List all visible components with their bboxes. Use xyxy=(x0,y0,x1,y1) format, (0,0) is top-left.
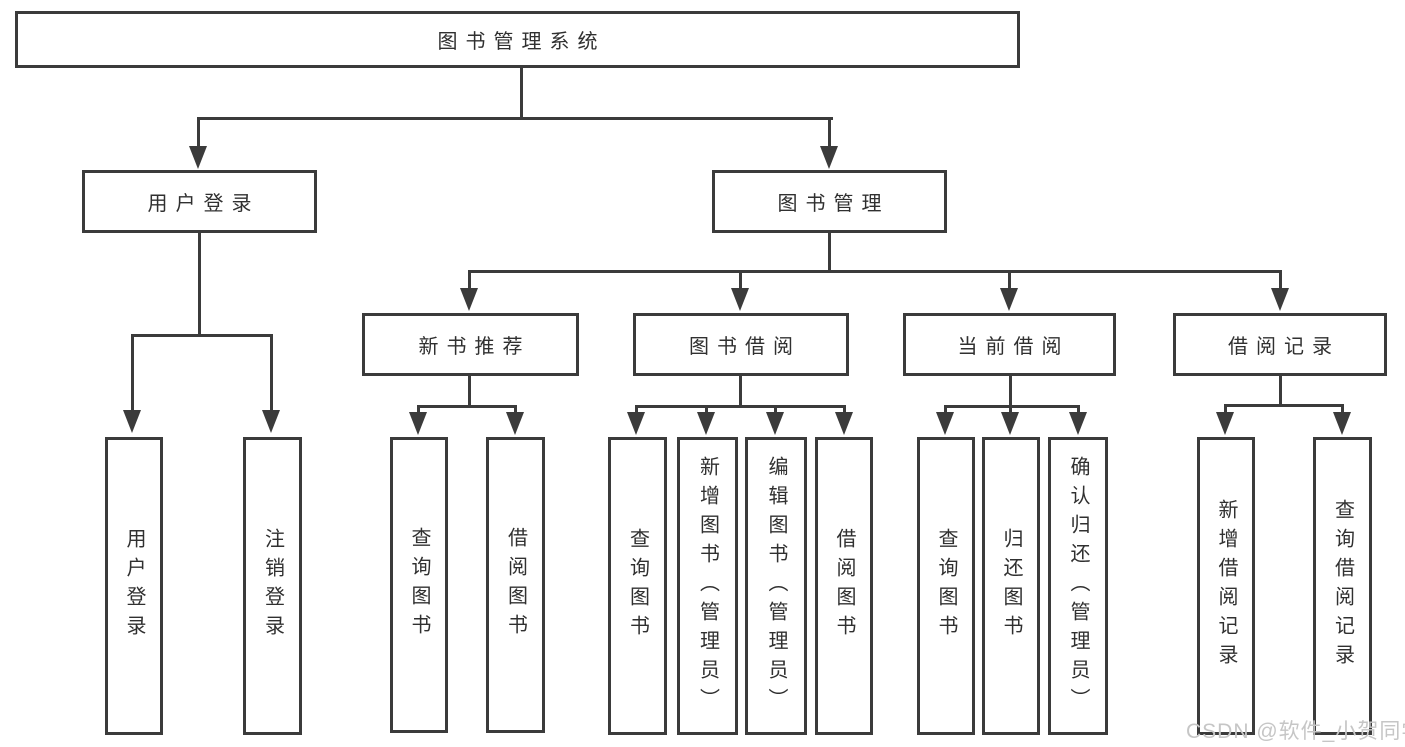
arrowhead-down-icon xyxy=(262,410,280,433)
node-label: 查询图书 xyxy=(935,528,957,644)
leaf-query-books-1: 查询图书 xyxy=(390,437,448,733)
connector-line xyxy=(828,233,831,272)
arrowhead-down-icon xyxy=(1216,412,1234,435)
connector-line xyxy=(131,334,134,412)
connector-line xyxy=(468,376,471,408)
node-label: 用户登录 xyxy=(123,528,145,644)
connector-line xyxy=(944,405,947,417)
connector-line xyxy=(828,117,831,149)
connector-line xyxy=(468,270,471,290)
connector-line xyxy=(198,233,201,336)
connector-line xyxy=(705,405,708,417)
node-label: 图书借阅 xyxy=(689,336,801,358)
leaf-add-borrow-record: 新增借阅记录 xyxy=(1197,437,1255,735)
leaf-return-books: 归还图书 xyxy=(982,437,1040,735)
arrowhead-down-icon xyxy=(1333,412,1351,435)
leaf-borrow-books-2: 借阅图书 xyxy=(815,437,873,735)
leaf-confirm-return-admin: 确认归还（管理员） xyxy=(1048,437,1108,735)
connector-line xyxy=(739,270,742,290)
connector-line xyxy=(197,117,833,120)
node-book-borrowing: 图书借阅 xyxy=(633,313,849,376)
connector-line xyxy=(417,405,517,408)
node-current-borrowing: 当前借阅 xyxy=(903,313,1116,376)
arrowhead-down-icon xyxy=(936,412,954,435)
arrowhead-down-icon xyxy=(460,288,478,311)
leaf-query-books-3: 查询图书 xyxy=(917,437,975,735)
connector-line xyxy=(1279,270,1282,290)
arrowhead-down-icon xyxy=(1069,412,1087,435)
node-book-management: 图书管理 xyxy=(712,170,947,233)
node-label: 用户登录 xyxy=(147,193,260,215)
connector-line xyxy=(944,405,1080,408)
arrowhead-down-icon xyxy=(506,412,524,435)
connector-line xyxy=(131,334,273,337)
connector-line xyxy=(468,270,1282,273)
connector-line xyxy=(1341,404,1344,416)
connector-line xyxy=(739,376,742,408)
node-label: 查询借阅记录 xyxy=(1331,499,1354,673)
arrowhead-down-icon xyxy=(731,288,749,311)
node-label: 编辑图书（管理员） xyxy=(765,455,787,717)
node-borrowing-records: 借阅记录 xyxy=(1173,313,1387,376)
connector-line xyxy=(635,405,638,417)
connector-line xyxy=(1224,404,1344,407)
connector-line xyxy=(197,117,200,149)
arrowhead-down-icon xyxy=(409,412,427,435)
connector-line xyxy=(843,405,846,417)
node-label: 确认归还（管理员） xyxy=(1067,455,1089,717)
leaf-user-login: 用户登录 xyxy=(105,437,163,735)
arrowhead-down-icon xyxy=(189,146,207,169)
node-label: 归还图书 xyxy=(1000,528,1022,644)
node-label: 当前借阅 xyxy=(957,336,1070,358)
leaf-query-books-2: 查询图书 xyxy=(608,437,667,735)
arrowhead-down-icon xyxy=(766,412,784,435)
node-label: 查询图书 xyxy=(626,528,649,644)
connector-line xyxy=(417,405,420,417)
connector-line xyxy=(514,405,517,417)
leaf-logout: 注销登录 xyxy=(243,437,302,735)
node-label: 新增图书（管理员） xyxy=(696,455,719,717)
node-new-book-recommendation: 新书推荐 xyxy=(362,313,579,376)
node-label: 借阅图书 xyxy=(833,528,855,644)
node-label: 借阅图书 xyxy=(504,527,527,643)
arrowhead-down-icon xyxy=(627,412,645,435)
connector-line xyxy=(1009,376,1012,408)
node-label: 注销登录 xyxy=(261,528,284,644)
connector-line xyxy=(1008,270,1011,290)
arrowhead-down-icon xyxy=(835,412,853,435)
connector-line xyxy=(1077,405,1080,417)
csdn-watermark: CSDN @软件_小贺同学 xyxy=(1186,720,1405,743)
arrowhead-down-icon xyxy=(123,410,141,433)
connector-line xyxy=(1009,405,1012,417)
arrowhead-down-icon xyxy=(1001,412,1019,435)
arrowhead-down-icon xyxy=(697,412,715,435)
node-label: 新增借阅记录 xyxy=(1215,499,1237,673)
arrowhead-down-icon xyxy=(1271,288,1289,311)
connector-line xyxy=(520,68,523,119)
node-label: 借阅记录 xyxy=(1228,336,1340,358)
arrowhead-down-icon xyxy=(1000,288,1018,311)
leaf-add-book-admin: 新增图书（管理员） xyxy=(677,437,738,735)
node-label: 图书管理系统 xyxy=(437,31,606,53)
connector-line xyxy=(1279,376,1282,406)
node-library-management-system: 图书管理系统 xyxy=(15,11,1020,68)
connector-line xyxy=(774,405,777,417)
connector-line xyxy=(635,405,846,408)
connector-line xyxy=(270,334,273,412)
connector-line xyxy=(1224,404,1227,416)
leaf-borrow-books-1: 借阅图书 xyxy=(486,437,545,733)
leaf-query-borrow-record: 查询借阅记录 xyxy=(1313,437,1372,735)
node-label: 图书管理 xyxy=(777,193,890,215)
leaf-edit-book-admin: 编辑图书（管理员） xyxy=(745,437,807,735)
node-label: 查询图书 xyxy=(408,527,430,643)
node-label: 新书推荐 xyxy=(418,336,531,358)
arrowhead-down-icon xyxy=(820,146,838,169)
node-user-login: 用户登录 xyxy=(82,170,317,233)
